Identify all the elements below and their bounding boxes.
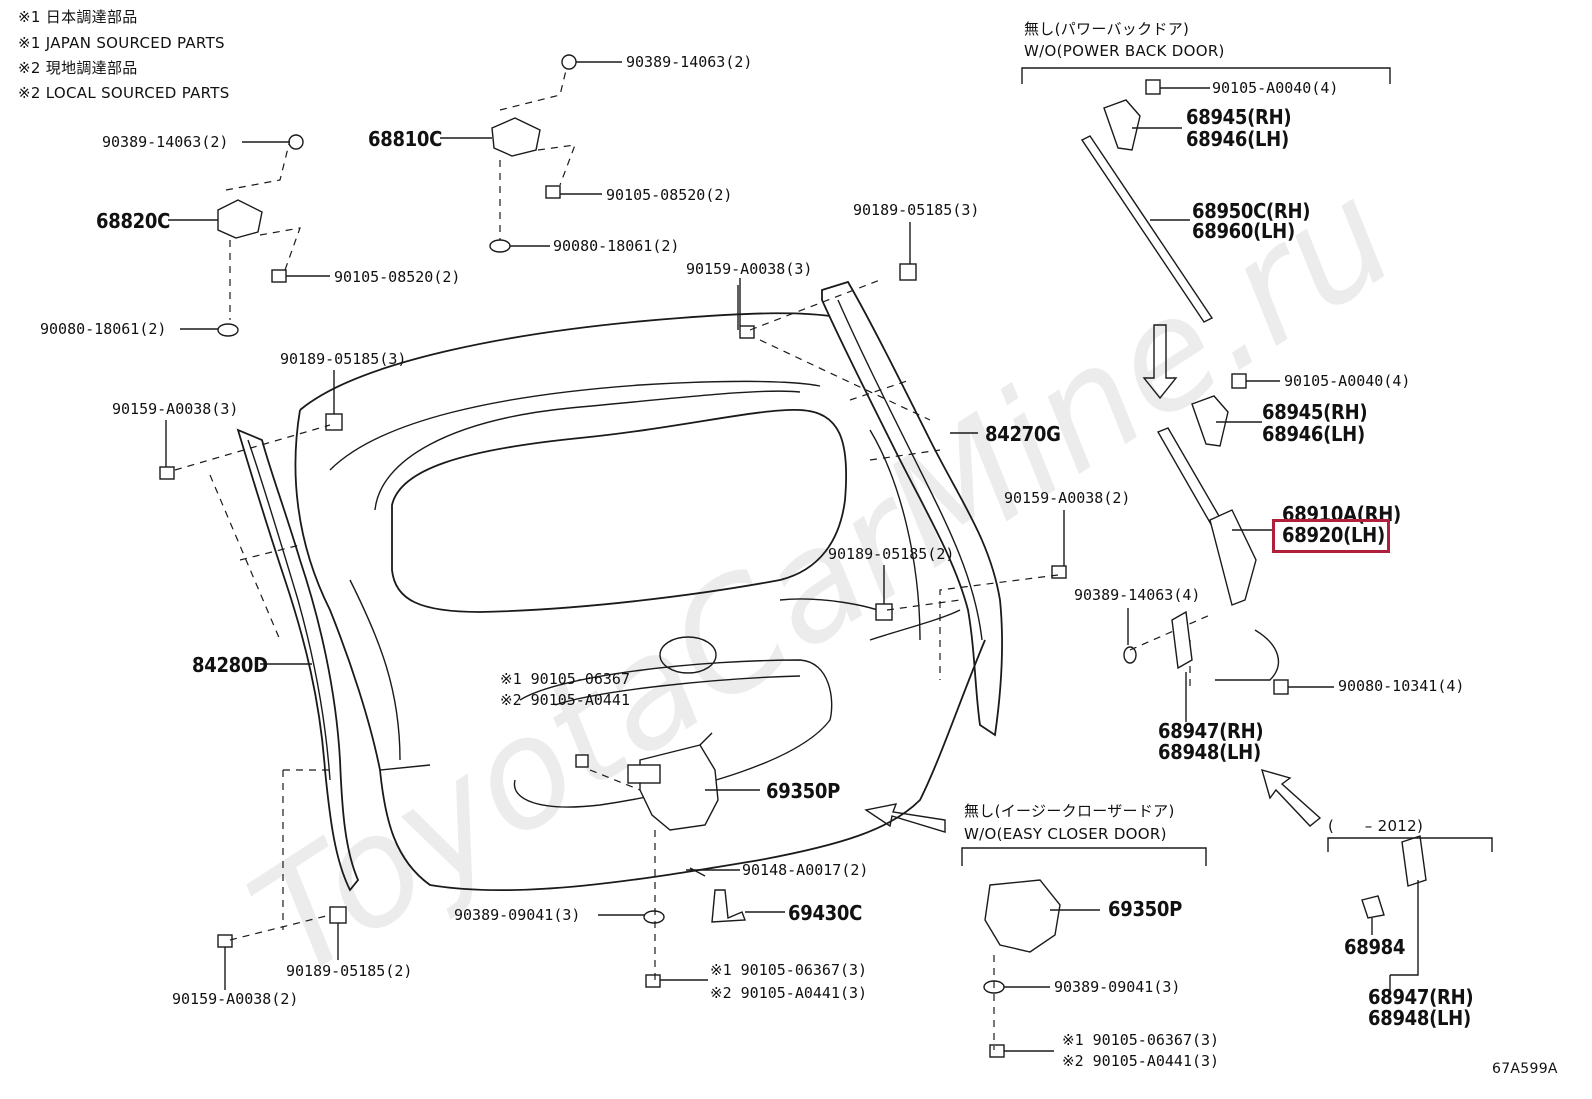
part-label[interactable]: 90080-10341(4): [1338, 677, 1465, 695]
highlight-box: [1272, 519, 1390, 553]
part-label-main[interactable]: 68948(LH): [1368, 1006, 1471, 1030]
part-label-main[interactable]: 68810C: [368, 127, 443, 151]
weatherstrip-right: [821, 280, 1003, 737]
lock-69350P-b: [984, 879, 1100, 953]
note-japan-sourced-en: ※1 JAPAN SOURCED PARTS: [18, 34, 225, 52]
part-label[interactable]: ※1 90105-06367: [500, 670, 630, 688]
part-label-main[interactable]: 68947(RH): [1158, 719, 1264, 743]
note-local-sourced-jp: ※2 現地調達部品: [18, 59, 138, 77]
lock-69350P-a: [627, 732, 760, 831]
part-label[interactable]: 90389-09041(3): [1054, 978, 1181, 996]
part-label-main[interactable]: 68945(RH): [1186, 105, 1292, 129]
part-label-main[interactable]: 68947(RH): [1368, 985, 1474, 1009]
part-label[interactable]: 90159-A0038(3): [112, 400, 239, 418]
note-japan-sourced-jp: ※1 日本調達部品: [18, 8, 138, 26]
hinge-68820C: [217, 139, 301, 320]
part-label-main[interactable]: 69350P: [766, 779, 840, 803]
guide-lines: [174, 279, 1280, 1050]
part-label[interactable]: 90105-A0040(4): [1212, 79, 1339, 97]
part-label-main[interactable]: 68946(LH): [1262, 422, 1365, 446]
part-label-main[interactable]: 68946(LH): [1186, 127, 1289, 151]
part-label[interactable]: ※1 90105-06367(3): [710, 961, 868, 979]
group-wo-easy-closer-jp: 無し(イージークローザードア): [964, 802, 1175, 820]
hinge-68810C: [491, 61, 576, 240]
group-wo-power-back-door-en: W/O(POWER BACK DOOR): [1024, 42, 1225, 60]
part-label[interactable]: 90189-05185(2): [828, 545, 955, 563]
image-code: 67A599A: [1492, 1061, 1558, 1077]
group-brackets: [961, 67, 1493, 866]
part-label[interactable]: 90105-08520(2): [334, 268, 461, 286]
part-label-main-highlighted[interactable]: 68920(LH): [1282, 523, 1385, 547]
part-label[interactable]: 90389-14063(2): [626, 53, 753, 71]
damper-68950C: [1080, 99, 1214, 323]
part-label-main[interactable]: 68948(LH): [1158, 740, 1261, 764]
damper-68920-highlighted-part: [1156, 395, 1257, 606]
part-label[interactable]: ※2 90105-A0441(3): [710, 984, 868, 1002]
note-local-sourced-en: ※2 LOCAL SOURCED PARTS: [18, 84, 230, 102]
part-label[interactable]: 90105-08520(2): [606, 186, 733, 204]
brackets-68947: [1171, 610, 1427, 976]
weatherstrip-left: [236, 428, 360, 892]
part-label[interactable]: 90159-A0038(2): [172, 990, 299, 1008]
part-label-main[interactable]: 68984: [1344, 935, 1406, 959]
back-door-panel: [294, 312, 986, 892]
part-label[interactable]: 90105-A0040(4): [1284, 372, 1411, 390]
part-label-main[interactable]: 84280D: [192, 653, 268, 677]
part-label[interactable]: 90189-05185(2): [286, 962, 413, 980]
part-label[interactable]: 90389-14063(4): [1074, 586, 1201, 604]
part-label[interactable]: 90159-A0038(3): [686, 260, 813, 278]
part-label-main[interactable]: 69430C: [788, 901, 863, 925]
part-label-main[interactable]: 84270G: [985, 422, 1061, 446]
group-year-range: ( – 2012): [1328, 817, 1424, 835]
part-label[interactable]: 90189-05185(3): [853, 201, 980, 219]
part-label[interactable]: 90148-A0017(2): [742, 861, 869, 879]
part-label-main[interactable]: 68950C(RH): [1192, 199, 1311, 223]
part-label[interactable]: 90389-09041(3): [454, 906, 581, 924]
part-label[interactable]: 90080-18061(2): [553, 237, 680, 255]
part-label[interactable]: ※2 90105-A0441: [500, 691, 630, 709]
part-label-main[interactable]: 68960(LH): [1192, 219, 1295, 243]
fasteners: [159, 54, 1289, 1058]
leader-lines: [165, 61, 1391, 1052]
part-label[interactable]: 90389-14063(2): [102, 133, 229, 151]
group-wo-easy-closer-en: W/O(EASY CLOSER DOOR): [964, 825, 1167, 843]
part-label-main[interactable]: 69350P: [1108, 897, 1182, 921]
arrows: [864, 324, 1322, 833]
part-label-main[interactable]: 68820C: [96, 209, 171, 233]
part-label[interactable]: ※2 90105-A0441(3): [1062, 1052, 1220, 1070]
part-label[interactable]: 90189-05185(3): [280, 350, 407, 368]
part-label[interactable]: 90159-A0038(2): [1004, 489, 1131, 507]
part-label[interactable]: ※1 90105-06367(3): [1062, 1031, 1220, 1049]
group-wo-power-back-door-jp: 無し(パワーバックドア): [1024, 20, 1190, 38]
part-label-main[interactable]: 68945(RH): [1262, 400, 1368, 424]
part-label[interactable]: 90080-18061(2): [40, 320, 167, 338]
